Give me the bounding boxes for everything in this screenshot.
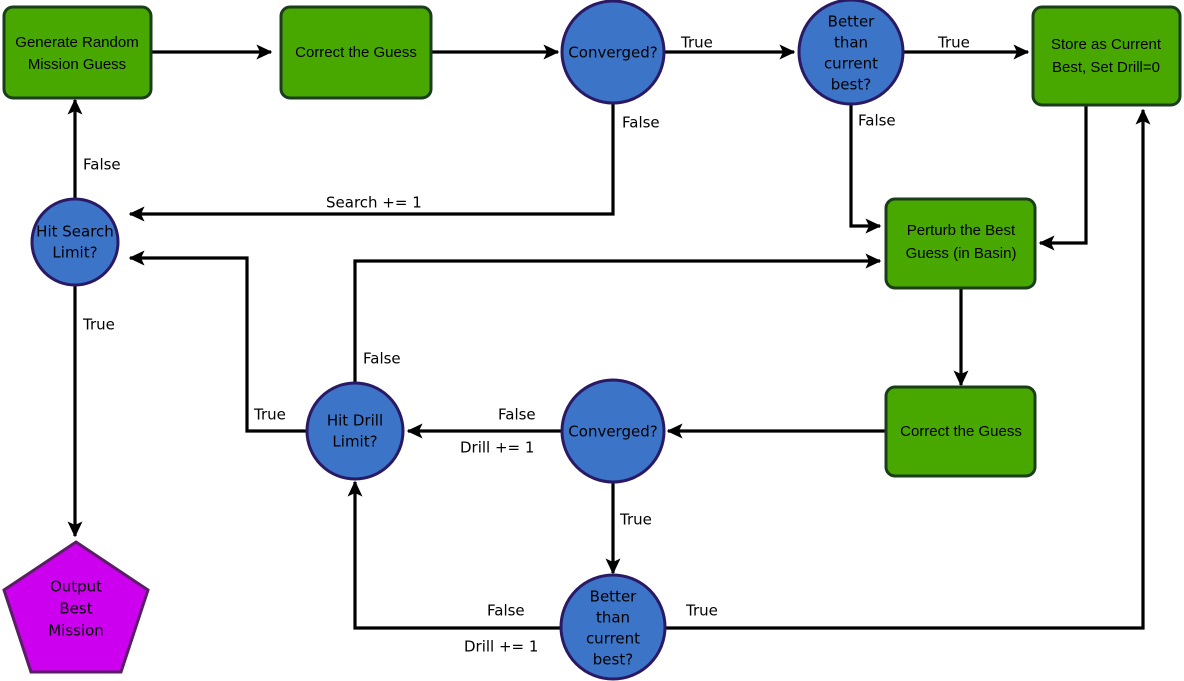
node-store-as-current-best[interactable]: Store as Current Best, Set Drill=0 [1031, 5, 1182, 107]
node-label-line: Converged? [568, 423, 657, 441]
edge-label-hit-search-false: False [83, 156, 121, 174]
node-shape-decision[interactable] [305, 381, 405, 481]
edge-label-converged-top-false: False [622, 114, 660, 132]
edges-layer [67, 44, 1151, 630]
node-label-line: Correct the Guess [900, 423, 1022, 440]
node-shape-decision[interactable] [559, 573, 667, 681]
node-generate-random-mission-guess[interactable]: Generate Random Mission Guess [2, 5, 153, 100]
node-label-line: best? [593, 651, 633, 669]
edge-label-converged-bot-false: False [498, 406, 536, 424]
edge-better-bot-true-to-store [665, 108, 1151, 630]
edge-label-better-top-true: True [937, 34, 970, 52]
node-shape-decision[interactable] [30, 197, 120, 287]
edge-converged-top-false-to-hit-search [128, 103, 615, 222]
edge-label-hit-drill-true: True [253, 406, 286, 424]
node-converged-bottom[interactable]: Converged? [560, 378, 666, 484]
node-label-line: best? [831, 76, 871, 94]
node-shape-process[interactable] [884, 385, 1037, 478]
node-label-line: Correct the Guess [295, 44, 417, 61]
node-label-line: current [824, 55, 878, 73]
edge-label-converged-bot-true: True [619, 511, 652, 529]
node-label-line: Best [59, 600, 92, 618]
edge-label-drill-increment-bottom: Drill += 1 [464, 638, 538, 656]
edge-better-bot-false-to-hit-drill [347, 480, 561, 630]
edge-store-to-perturb [1038, 105, 1088, 251]
node-output-best-mission[interactable]: Output Best Mission [2, 540, 150, 674]
node-label-line: Mission [48, 622, 104, 640]
node-hit-search-limit[interactable]: Hit Search Limit? [30, 197, 120, 287]
node-better-than-current-best-top[interactable]: Better than current best? [797, 0, 905, 106]
edge-label-better-top-false: False [858, 112, 896, 130]
node-label-line: Output [50, 578, 102, 596]
node-label-line: Hit Drill [327, 412, 383, 430]
node-label-line: Converged? [568, 44, 657, 62]
node-shape-process[interactable] [884, 197, 1037, 290]
node-correct-the-guess-top[interactable]: Correct the Guess [279, 5, 433, 100]
node-label-line: than [834, 34, 868, 52]
node-label-line: Best, Set Drill=0 [1052, 59, 1160, 76]
node-label-line: Hit Search [36, 223, 114, 241]
node-shape-process[interactable] [2, 5, 153, 100]
edge-label-hit-drill-false: False [363, 350, 401, 368]
node-shape-process[interactable] [279, 5, 433, 100]
node-hit-drill-limit[interactable]: Hit Drill Limit? [305, 381, 405, 481]
node-converged-top[interactable]: Converged? [560, 0, 666, 105]
node-label-line: Better [590, 588, 638, 606]
edge-label-better-bot-true: True [685, 602, 718, 620]
node-shape-process[interactable] [1031, 5, 1182, 107]
node-label-line: Limit? [52, 244, 97, 262]
node-shape-decision[interactable] [560, 0, 666, 105]
edge-label-converged-top-true: True [680, 34, 713, 52]
edge-label-drill-increment-mid: Drill += 1 [460, 439, 534, 457]
edge-better-top-false-to-perturb [849, 104, 882, 234]
edge-hit-drill-false-to-perturb [353, 253, 882, 391]
edge-label-hit-search-true: True [82, 316, 115, 334]
node-better-than-current-best-bottom[interactable]: Better than current best? [559, 573, 667, 681]
edge-labels-layer: True False Search += 1 True False False … [82, 34, 970, 656]
node-perturb-the-best-guess[interactable]: Perturb the Best Guess (in Basin) [884, 197, 1037, 290]
node-label-line: Generate Random [15, 34, 138, 51]
node-label-line: Store as Current [1051, 36, 1162, 53]
edge-label-better-bot-false: False [487, 602, 525, 620]
node-label-line: Guess (in Basin) [906, 245, 1017, 262]
node-shape-decision[interactable] [797, 0, 905, 106]
edge-label-search-increment: Search += 1 [326, 194, 422, 212]
node-label-line: Limit? [332, 433, 377, 451]
node-label-line: than [596, 609, 630, 627]
node-label-line: Better [828, 13, 876, 31]
node-label-line: Mission Guess [28, 56, 126, 73]
node-label-line: Perturb the Best [907, 222, 1016, 239]
node-correct-the-guess-bottom[interactable]: Correct the Guess [884, 385, 1037, 478]
node-shape-decision[interactable] [560, 378, 666, 484]
node-label-line: current [586, 630, 640, 648]
edge-hit-drill-true-to-hit-search [128, 250, 307, 433]
node-shape-terminal[interactable] [2, 540, 150, 674]
